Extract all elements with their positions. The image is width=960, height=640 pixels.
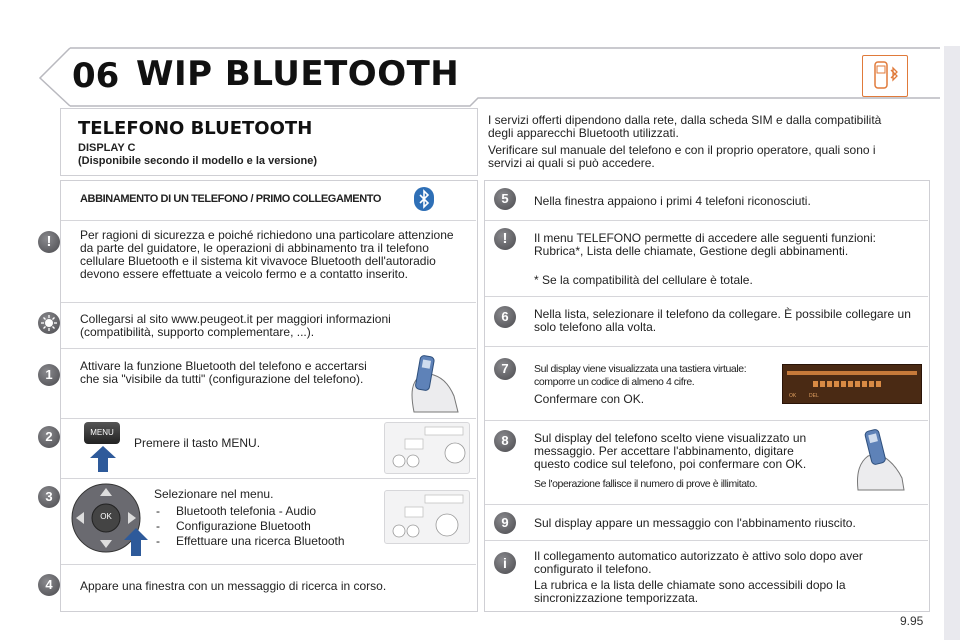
phone-bluetooth-icon bbox=[862, 55, 908, 97]
step-3-text: Selezionare nel menu. bbox=[154, 487, 274, 501]
page-number: 9.95 bbox=[900, 614, 924, 628]
keyboard-del-label: DEL bbox=[809, 393, 819, 399]
step-badge-6: 6 bbox=[494, 306, 516, 328]
warning-icon: ! bbox=[38, 231, 60, 253]
radio-unit-image bbox=[384, 490, 470, 544]
hand-phone-image bbox=[846, 424, 916, 494]
bluetooth-icon bbox=[414, 187, 434, 211]
divider bbox=[485, 420, 928, 421]
step-7-text: Sul display viene visualizzata una tasti… bbox=[534, 363, 747, 388]
step-badge-7: 7 bbox=[494, 358, 516, 380]
intro-paragraph-2: Verificare sul manuale del telefono e co… bbox=[488, 143, 876, 170]
sun-tip-icon bbox=[38, 312, 60, 334]
step-8-note: Se l'operazione fallisce il numero di pr… bbox=[534, 478, 758, 490]
warning-icon: ! bbox=[494, 228, 516, 250]
warning-text: Per ragioni di sicurezza e poiché richie… bbox=[80, 228, 454, 281]
step-8-text: Sul display del telefono scelto viene vi… bbox=[534, 431, 807, 471]
step-7-confirm: Confermare con OK. bbox=[534, 392, 645, 406]
step-badge-2: 2 bbox=[38, 426, 60, 448]
divider bbox=[61, 348, 476, 349]
section-heading: ABBINAMENTO DI UN TELEFONO / PRIMO COLLE… bbox=[80, 193, 382, 205]
divider bbox=[485, 346, 928, 347]
menu-key: MENU bbox=[84, 422, 120, 444]
arrow-up-icon bbox=[90, 446, 116, 472]
ok-key-label: OK bbox=[100, 512, 112, 521]
intro-box bbox=[60, 108, 478, 176]
virtual-keyboard-display: OK DEL bbox=[782, 364, 922, 404]
arrow-up-icon bbox=[124, 528, 148, 556]
radio-unit-image bbox=[384, 422, 470, 474]
tip-text: Collegarsi al sito www.peugeot.it per ma… bbox=[80, 312, 391, 339]
info-paragraph-2: La rubrica e la lista delle chiamate son… bbox=[534, 578, 846, 605]
ok-dial-image: OK bbox=[70, 482, 142, 554]
step-4-text: Appare una finestra con un messaggio di … bbox=[80, 579, 387, 593]
divider bbox=[61, 302, 476, 303]
step-badge-1: 1 bbox=[38, 364, 60, 386]
intro-title: TELEFONO BLUETOOTH bbox=[78, 118, 313, 139]
divider bbox=[61, 478, 476, 479]
divider bbox=[485, 540, 928, 541]
menu-option: Configurazione Bluetooth bbox=[154, 520, 384, 534]
info-icon: i bbox=[494, 552, 516, 574]
menu-telefono-text: Il menu TELEFONO permette di accedere al… bbox=[534, 231, 876, 258]
step-9-text: Sul display appare un messaggio con l'ab… bbox=[534, 516, 856, 530]
menu-option: Bluetooth telefonia - Audio bbox=[154, 505, 384, 519]
divider bbox=[485, 220, 928, 221]
intro-subtitle-2: (Disponibile secondo il modello e la ver… bbox=[78, 155, 317, 167]
step-1-text: Attivare la funzione Bluetooth del telef… bbox=[80, 359, 367, 386]
step-5-text: Nella finestra appaiono i primi 4 telefo… bbox=[534, 194, 811, 208]
info-paragraph-1: Il collegamento automatico autorizzato è… bbox=[534, 549, 863, 576]
keyboard-ok-label: OK bbox=[789, 393, 797, 399]
step-badge-4: 4 bbox=[38, 574, 60, 596]
side-tab bbox=[944, 46, 960, 640]
step-badge-9: 9 bbox=[494, 512, 516, 534]
step-badge-3: 3 bbox=[38, 486, 60, 508]
intro-subtitle-1: DISPLAY C bbox=[78, 142, 136, 154]
page-title: WIP BLUETOOTH bbox=[136, 54, 460, 94]
step-badge-8: 8 bbox=[494, 430, 516, 452]
intro-paragraph-1: I servizi offerti dipendono dalla rete, … bbox=[488, 113, 882, 140]
divider bbox=[61, 220, 476, 221]
divider bbox=[61, 564, 476, 565]
footnote-text: * Se la compatibilità del cellulare è to… bbox=[534, 273, 753, 287]
header-frame bbox=[38, 47, 940, 107]
step-6-text: Nella lista, selezionare il telefono da … bbox=[534, 307, 911, 334]
divider bbox=[61, 418, 476, 419]
step-2-text: Premere il tasto MENU. bbox=[134, 436, 261, 450]
divider bbox=[485, 504, 928, 505]
step-badge-5: 5 bbox=[494, 188, 516, 210]
divider bbox=[485, 296, 928, 297]
menu-option: Effettuare una ricerca Bluetooth bbox=[154, 535, 384, 549]
hand-phone-image bbox=[400, 352, 466, 416]
step-3-menu-list: Bluetooth telefonia - Audio Configurazio… bbox=[154, 503, 384, 550]
chapter-number: 06 bbox=[72, 56, 120, 96]
